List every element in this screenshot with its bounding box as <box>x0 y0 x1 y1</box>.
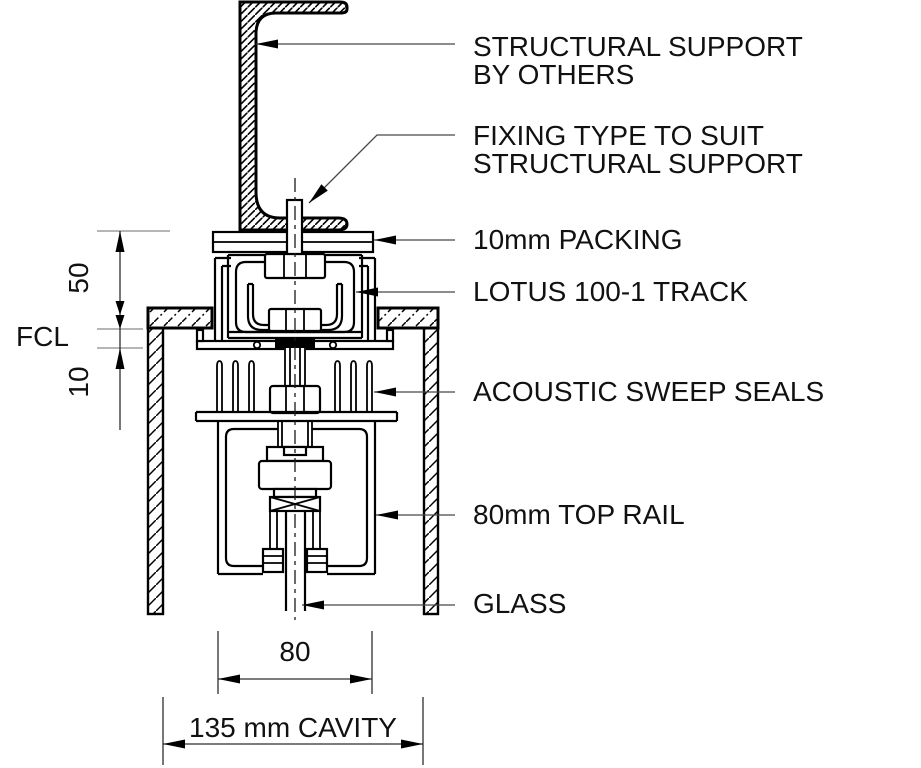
structural-support-channel <box>238 0 349 232</box>
callout-track: LOTUS 100-1 TRACK <box>356 276 748 307</box>
wall-left <box>146 326 165 616</box>
dimension-cavity-label: 135 mm CAVITY <box>189 712 397 743</box>
hanger-bracket <box>275 338 315 348</box>
callout-structural-support-line2: BY OTHERS <box>473 59 634 90</box>
callout-glass: GLASS <box>302 588 566 619</box>
leader-arrow <box>376 510 398 520</box>
dimension-cavity: 135 mm CAVITY <box>162 697 424 765</box>
callout-packing: 10mm PACKING <box>374 224 683 255</box>
callout-structural-support-line1: STRUCTURAL SUPPORT <box>473 31 803 62</box>
ceiling-slab-left <box>146 306 214 330</box>
leader-arrow <box>256 39 278 49</box>
dimension-50: 50 10 <box>63 230 170 430</box>
callout-sweep-seals-label: ACOUSTIC SWEEP SEALS <box>473 376 824 407</box>
callout-glass-label: GLASS <box>473 588 566 619</box>
track-profile <box>195 252 395 415</box>
callout-packing-label: 10mm PACKING <box>473 224 683 255</box>
callout-top-rail-label: 80mm TOP RAIL <box>473 499 685 530</box>
leader-arrow <box>309 184 328 203</box>
callout-structural-support: STRUCTURAL SUPPORT BY OTHERS <box>256 31 803 90</box>
fcl-label: FCL <box>16 321 69 352</box>
glass-panel <box>284 511 307 611</box>
dimension-80: 80 <box>217 631 373 694</box>
acoustic-sweep-seals <box>194 360 399 423</box>
callout-fixing-type-line2: STRUCTURAL SUPPORT <box>473 148 803 179</box>
callout-track-label: LOTUS 100-1 TRACK <box>473 276 748 307</box>
top-rail <box>216 421 377 576</box>
leader-arrow <box>374 235 396 245</box>
callout-fixing-type: FIXING TYPE TO SUIT STRUCTURAL SUPPORT <box>308 120 803 204</box>
dimension-50-label: 50 <box>63 262 94 293</box>
callout-fixing-type-line1: FIXING TYPE TO SUIT <box>473 120 764 151</box>
ceiling-slab-right <box>376 306 440 330</box>
wall-right <box>422 326 440 616</box>
dimension-80-label: 80 <box>279 636 310 667</box>
callout-sweep-seals: ACOUSTIC SWEEP SEALS <box>374 376 824 407</box>
leader-arrow <box>302 600 324 610</box>
dim-arrow-up <box>115 231 125 252</box>
callout-top-rail: 80mm TOP RAIL <box>376 499 685 530</box>
leader-arrow <box>356 287 378 297</box>
leader-arrow <box>374 387 396 397</box>
dimension-10-label: 10 <box>63 366 94 397</box>
